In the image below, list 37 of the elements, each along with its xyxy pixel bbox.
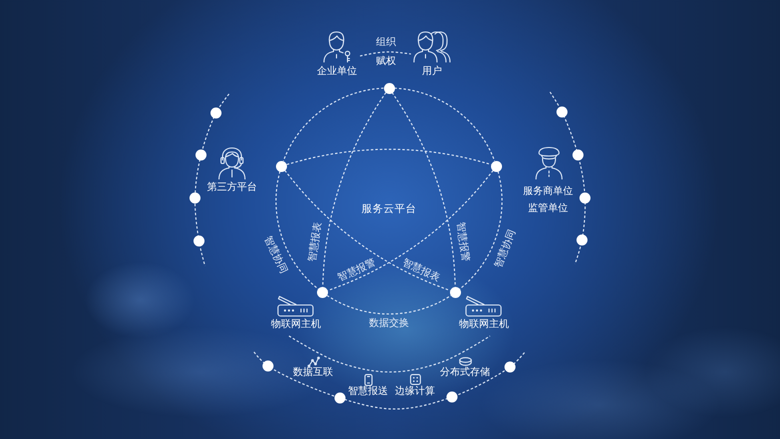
entity-label: 企业单位 (317, 66, 357, 78)
feature-label: 边缘计算 (395, 386, 435, 398)
edge-label: 智慧报表 (400, 258, 442, 286)
connector-line (326, 295, 452, 315)
entity-label: 物联网主机 (459, 319, 509, 331)
feature-label: 分布式存储 (440, 367, 490, 379)
junction-dot (384, 82, 394, 94)
connector-line (392, 92, 456, 287)
connector-line (322, 92, 386, 287)
edge-label: 组织 (376, 37, 396, 49)
entity-label: 服务商单位 (523, 186, 573, 198)
entity-label: 物联网主机 (271, 319, 321, 331)
annotation-label: 赋权 (376, 56, 396, 68)
junction-dot (317, 286, 328, 298)
junction-dot (490, 160, 502, 172)
junction-dot (450, 286, 461, 298)
connector-line (360, 51, 412, 57)
connector-line (282, 88, 384, 162)
entity-label: 监管单位 (528, 203, 568, 215)
feature-label: 数据互联 (293, 367, 333, 379)
edge-label: 数据交换 (368, 318, 409, 330)
connector-line (328, 170, 494, 292)
entity-label: 第三方平台 (207, 182, 257, 194)
connector-line (394, 88, 496, 162)
edge-label: 智慧协同 (492, 228, 519, 270)
edge-label: 智慧协同 (261, 234, 289, 276)
feature-label: 智慧报送 (348, 386, 388, 398)
connector-line (275, 171, 319, 290)
edge-label: 智慧报表 (306, 220, 324, 262)
connector-line (286, 148, 492, 166)
edge-label: 智慧报警 (454, 220, 472, 262)
connector-line (284, 170, 450, 292)
platform-label: 服务云平台 (362, 203, 416, 215)
entity-label: 用户 (422, 66, 442, 78)
junction-dot (276, 160, 288, 172)
connector-line (459, 171, 503, 290)
edge-label: 智慧报警 (336, 258, 378, 286)
